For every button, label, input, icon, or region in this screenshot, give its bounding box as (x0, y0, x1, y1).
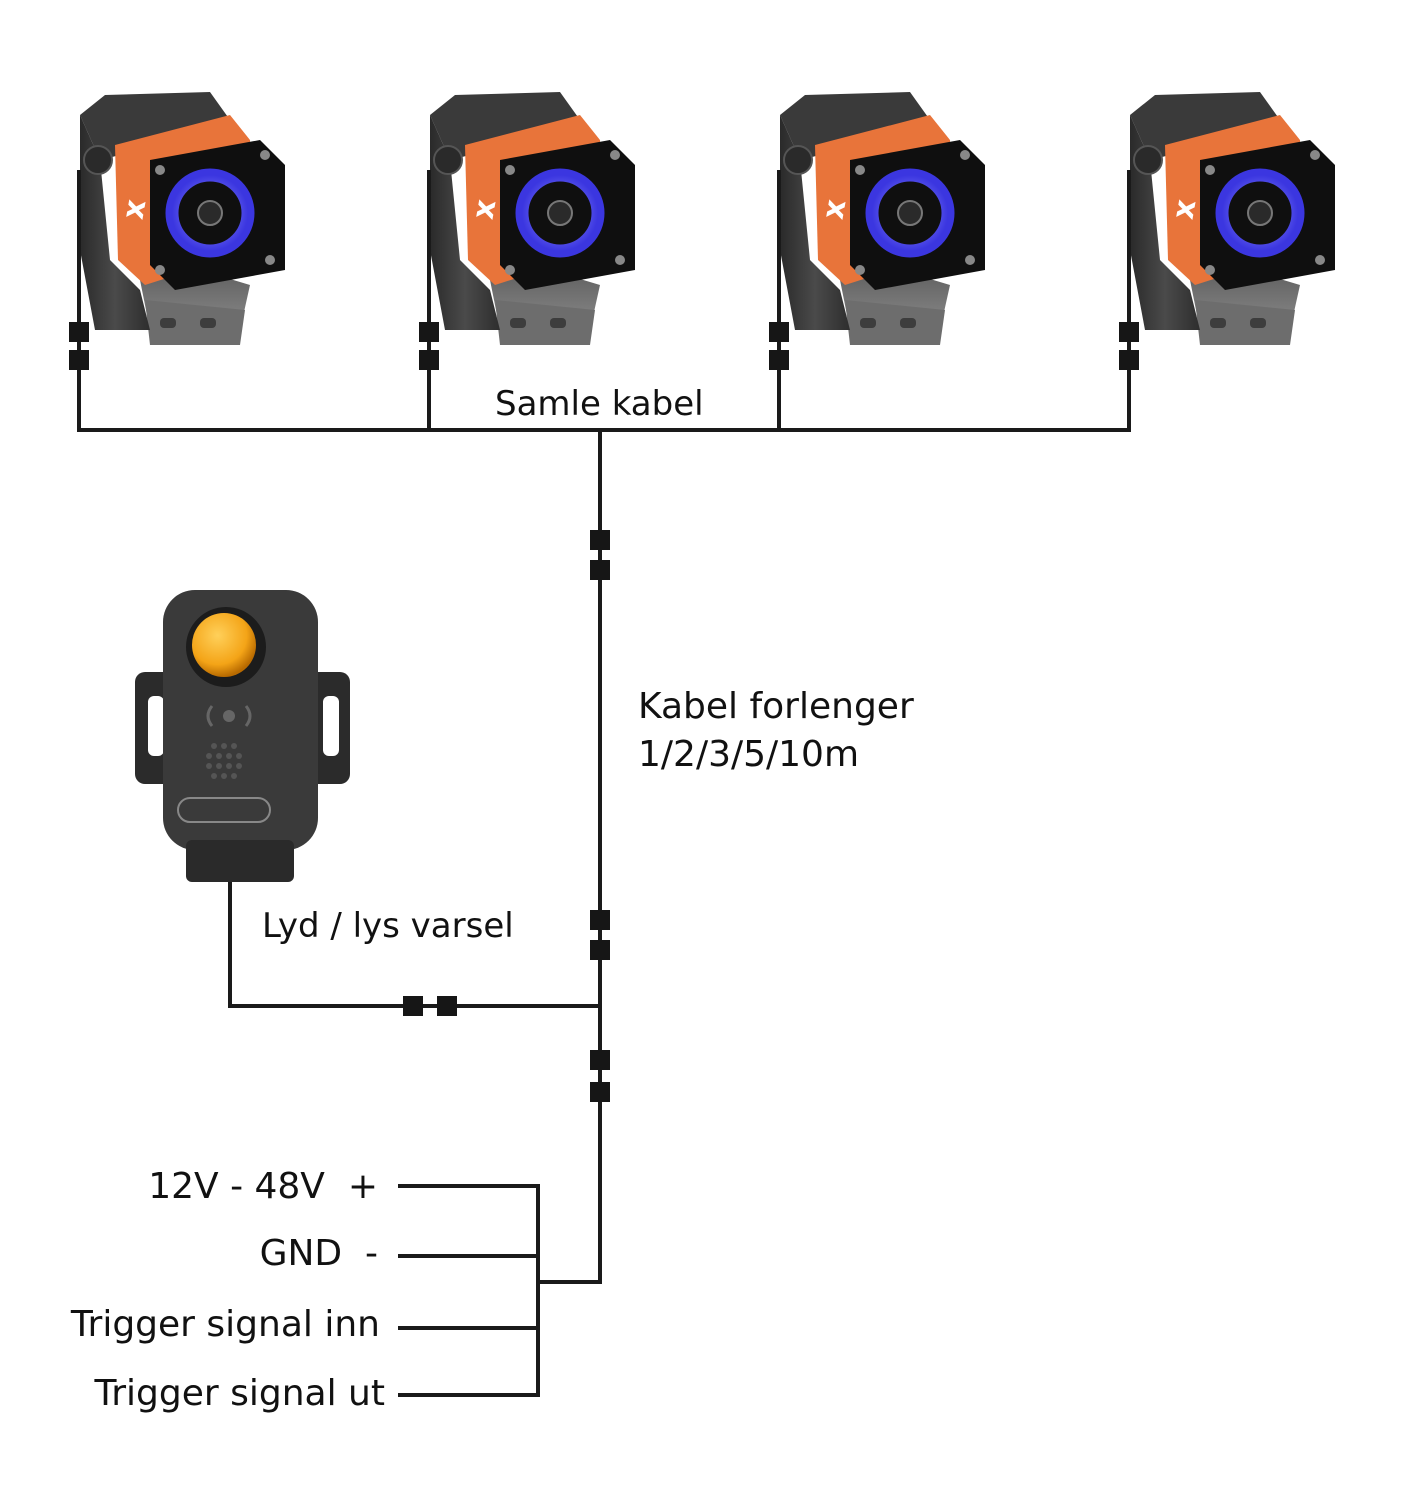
label-main-cable: Samle kabel (495, 384, 704, 424)
warning-unit-cable (228, 882, 600, 1008)
label-trigger-out: Trigger signal ut (94, 1373, 385, 1414)
label-trigger-in: Trigger signal inn (70, 1304, 380, 1345)
label-extender-lengths: 1/2/3/5/10m (638, 734, 859, 775)
camera-3 (780, 92, 985, 345)
warning-light-icon (135, 590, 350, 882)
label-warning-unit: Lyd / lys varsel (262, 906, 514, 946)
camera-1 (80, 92, 285, 345)
camera-drop-cables (77, 170, 1131, 430)
label-extender: Kabel forlenger (638, 686, 914, 727)
camera-2 (430, 92, 635, 345)
power-breakout (398, 1184, 602, 1397)
label-ground: GND - (260, 1233, 378, 1274)
camera-4 (1130, 92, 1335, 345)
label-power: 12V - 48V + (148, 1166, 378, 1207)
